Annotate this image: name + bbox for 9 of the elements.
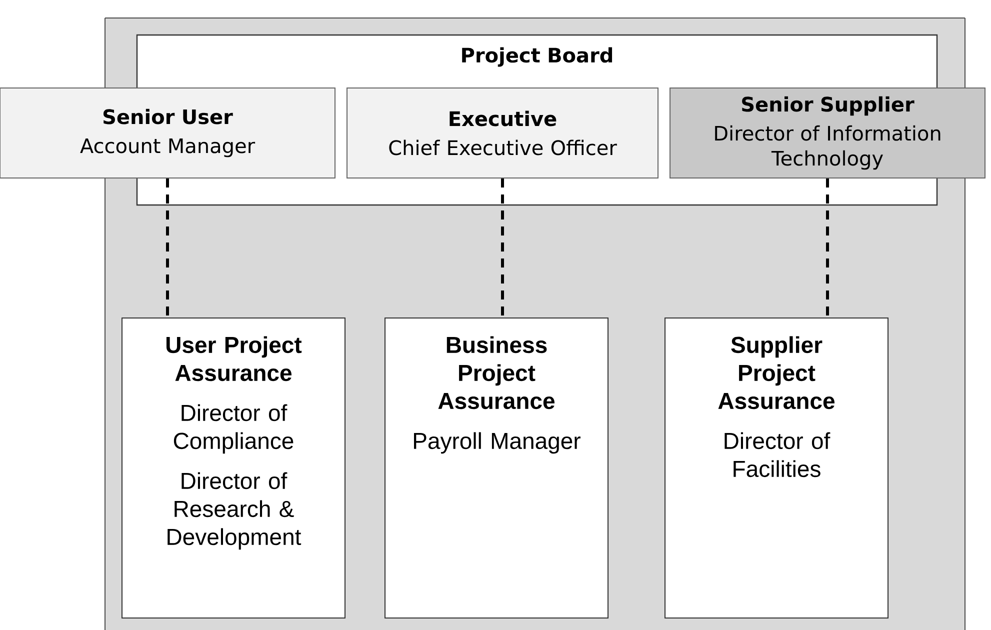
- connector-line: [826, 178, 829, 318]
- connector-line: [166, 178, 169, 318]
- connector-line: [501, 178, 504, 318]
- assurance-box: Supplier Project Assurance Director of Facilities: [664, 318, 888, 618]
- assurance-box: User Project Assurance Director of Compliance Director of Research & Development: [122, 318, 346, 618]
- role-box: Senior Supplier Director of Information Technology: [670, 88, 986, 178]
- role-box: Senior User Account Manager: [0, 88, 336, 178]
- assurance-box: Business Project Assurance Payroll Manager: [384, 318, 608, 618]
- role-box: Executive Chief Executive Officer: [346, 88, 658, 178]
